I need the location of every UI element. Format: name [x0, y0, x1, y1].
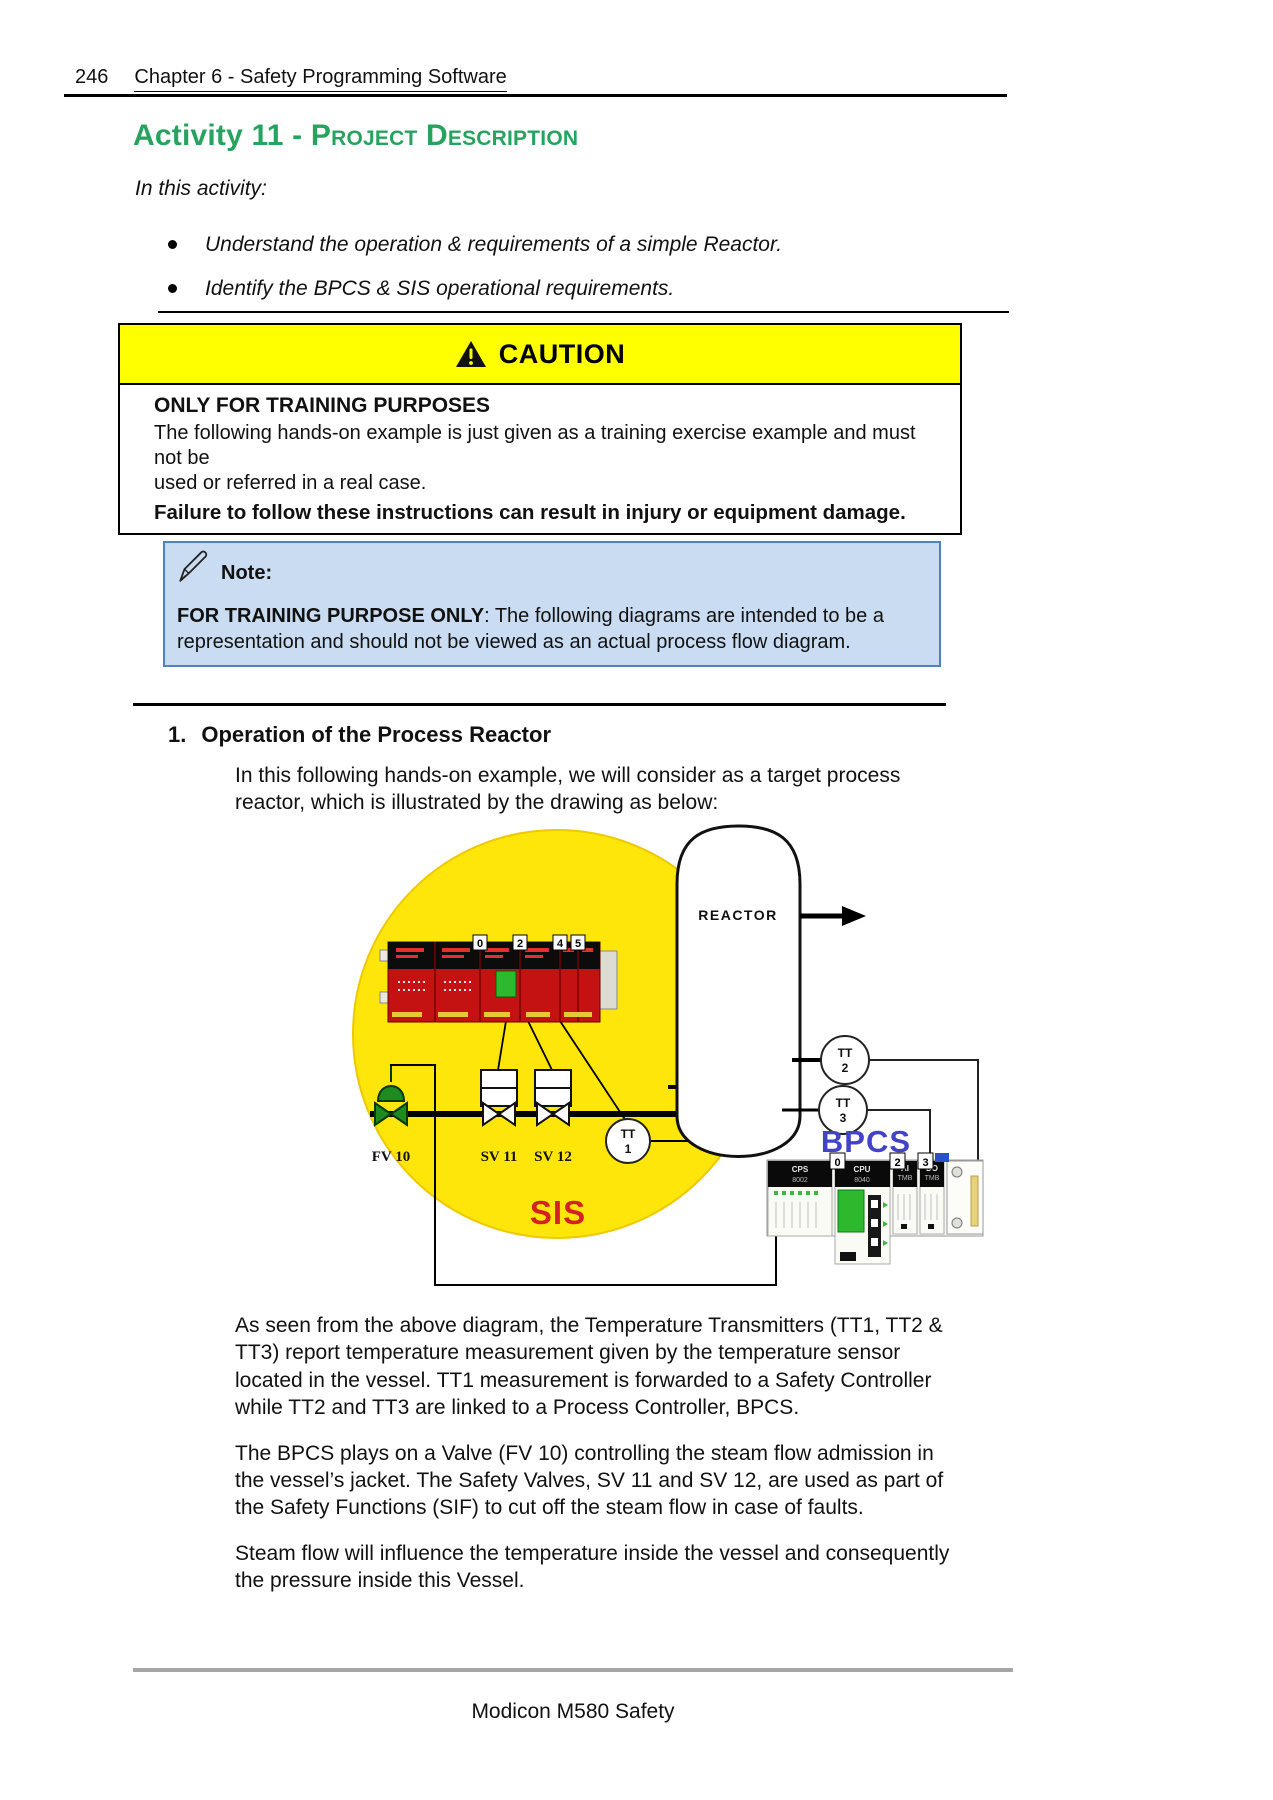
svg-text:TMB: TMB — [925, 1175, 940, 1182]
bpcs-plc-rack: CPS 8002 CPU 8040 — [766, 1152, 984, 1265]
transmitter-tt2: TT 2 — [820, 1035, 870, 1085]
control-valve-fv10 — [374, 1066, 408, 1127]
transmitter-tt3: TT 3 — [818, 1085, 868, 1135]
paragraph: Steam flow will influence the temperatur… — [235, 1541, 950, 1593]
svg-text:8002: 8002 — [792, 1177, 808, 1184]
page-header: 246 Chapter 6 - Safety Programming Softw… — [75, 0, 1273, 92]
svg-text:1: 1 — [625, 1142, 632, 1156]
caution-text: The following hands-on example is just g… — [154, 422, 916, 494]
svg-text:2: 2 — [842, 1061, 849, 1075]
page-title: Activity 11 - Project Description — [133, 119, 579, 152]
caution-title: CAUTION — [498, 338, 626, 369]
svg-text:4: 4 — [557, 938, 564, 950]
note-box: Note: FOR TRAINING PURPOSE ONLY: The fol… — [163, 541, 941, 667]
chapter-title: Chapter 6 - Safety Programming Software — [134, 66, 507, 92]
svg-text:TT: TT — [836, 1096, 851, 1110]
caution-body: ONLY FOR TRAINING PURPOSES The following… — [120, 385, 960, 533]
footer-title: Modicon M580 Safety — [471, 1700, 675, 1723]
section-heading: 1. Operation of the Process Reactor — [168, 722, 1273, 748]
caution-heading: ONLY FOR TRAINING PURPOSES — [154, 394, 491, 417]
page-number: 246 — [75, 66, 109, 88]
bullet-icon — [168, 284, 177, 293]
svg-text:3: 3 — [840, 1111, 847, 1125]
reactor-vessel — [675, 824, 802, 1158]
svg-text:CPS: CPS — [792, 1165, 809, 1174]
transmitter-tt1: TT 1 — [605, 1118, 651, 1164]
caution-emphasis: Failure to follow these instructions can… — [154, 501, 906, 524]
tt3-wire — [867, 1109, 931, 1164]
list-item: Understand the operation & requirements … — [168, 231, 968, 258]
note-strong: FOR TRAINING PURPOSE ONLY — [177, 605, 485, 627]
sis-signal-lines — [497, 1020, 627, 1122]
pencil-icon — [179, 550, 208, 582]
svg-text:2: 2 — [894, 1157, 900, 1169]
reactor-diagram: REACTOR TT 2 TT 3 — [352, 824, 984, 1286]
process-diagram: REACTOR TT 2 TT 3 — [0, 824, 1273, 1312]
svg-text:CPU: CPU — [854, 1165, 871, 1174]
paragraph: The BPCS plays on a Valve (FV 10) contro… — [235, 1441, 944, 1520]
fv10-label: FV 10 — [372, 1149, 410, 1165]
section-lead: In this following hands-on example, we w… — [235, 764, 901, 814]
sv-actuators — [480, 1069, 572, 1107]
tt2-wire — [869, 1059, 979, 1196]
note-label: Note: — [221, 562, 273, 584]
svg-text:2: 2 — [517, 938, 523, 950]
bpcs-slot-numbers: 0 2 3 — [829, 1152, 949, 1170]
svg-text:8040: 8040 — [854, 1177, 870, 1184]
bullet-icon — [168, 240, 177, 249]
header-rule — [64, 94, 1007, 97]
svg-text:TMB: TMB — [898, 1175, 913, 1182]
section-divider — [133, 703, 946, 706]
svg-text:5: 5 — [575, 938, 581, 950]
flow-arrow-icon — [800, 906, 866, 926]
note-header: Note: — [175, 549, 927, 585]
bullet-text: Identify the BPCS & SIS operational requ… — [205, 277, 675, 300]
sis-label: SIS — [530, 1194, 586, 1231]
sv11-label: SV 11 — [481, 1149, 518, 1165]
paragraph: As seen from the above diagram, the Temp… — [235, 1314, 943, 1420]
warning-icon — [455, 341, 486, 367]
bullet-text: Understand the operation & requirements … — [205, 233, 783, 256]
svg-text:3: 3 — [922, 1157, 928, 1169]
svg-text:TT: TT — [621, 1127, 636, 1141]
section-title: Operation of the Process Reactor — [201, 722, 552, 747]
sis-slot-numbers: 0 2 4 5 — [472, 934, 586, 951]
cpu-led-display — [837, 1189, 865, 1233]
safety-valves — [482, 1101, 570, 1127]
sis-plc-rack: 0 2 4 5 — [379, 934, 618, 1023]
caution-banner: CAUTION — [120, 325, 960, 385]
svg-text:0: 0 — [477, 938, 483, 950]
caution-box: CAUTION ONLY FOR TRAINING PURPOSES The f… — [118, 323, 962, 535]
footer-rule — [133, 1668, 1013, 1672]
reactor-label: REACTOR — [698, 907, 777, 923]
section-divider — [158, 311, 1009, 313]
svg-text:0: 0 — [834, 1157, 840, 1169]
intro-text: In this activity: — [135, 177, 267, 200]
cpu-led-display — [495, 970, 517, 998]
svg-text:TT: TT — [838, 1046, 853, 1060]
list-item: Identify the BPCS & SIS operational requ… — [168, 275, 968, 302]
sv12-label: SV 12 — [534, 1149, 572, 1165]
note-text: FOR TRAINING PURPOSE ONLY: The following… — [177, 605, 884, 653]
section-number: 1. — [168, 722, 187, 747]
